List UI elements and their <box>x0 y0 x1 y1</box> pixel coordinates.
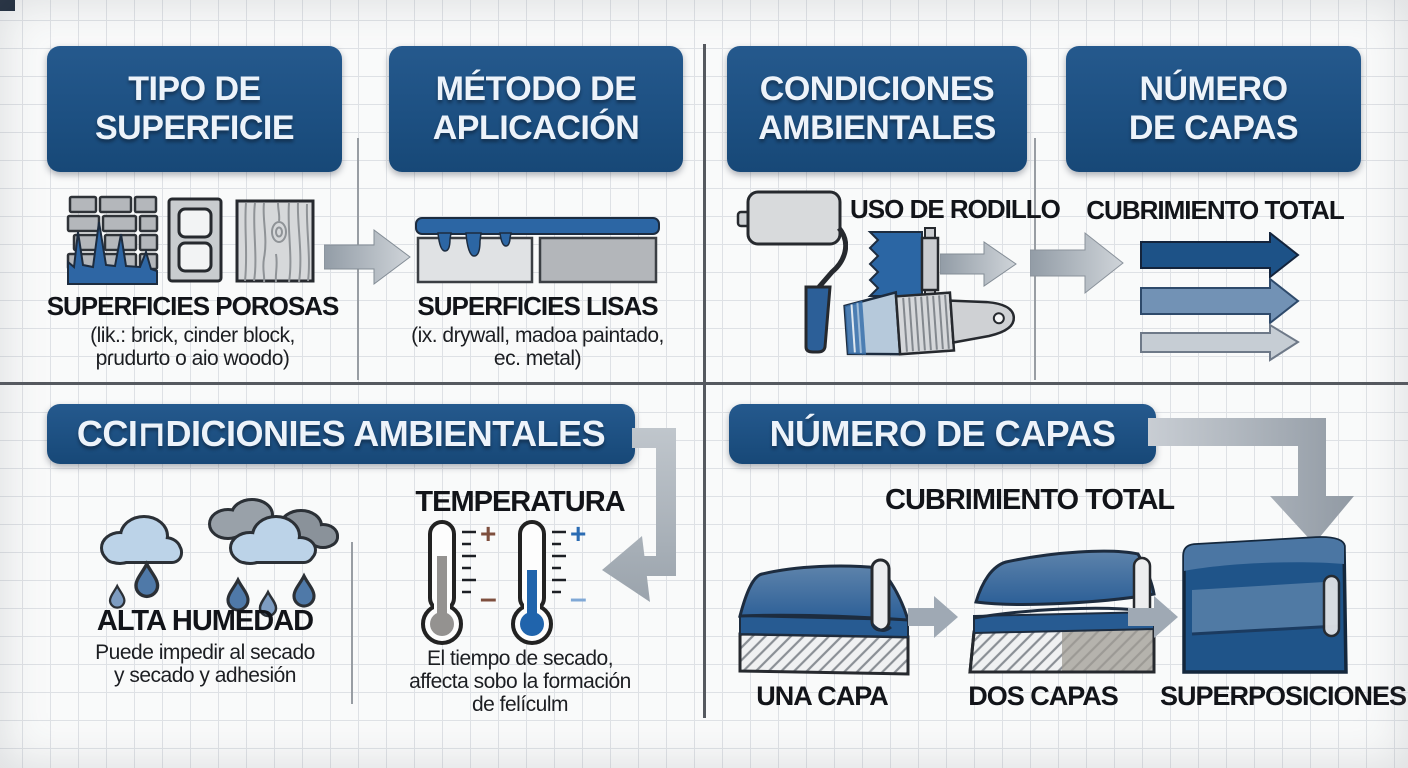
porous-surfaces-sublabel: (lik.: brick, cinder block, pɾudurto o a… <box>90 324 295 371</box>
rain-clouds-icon <box>208 498 339 618</box>
temperature-sublabel: El tiempo de secado, affecta sobo la for… <box>409 647 631 717</box>
divider-vertical-center <box>703 44 706 718</box>
brick-wall-icon <box>66 195 159 285</box>
coverage-arrow-medium-icon <box>1140 278 1300 324</box>
svg-text:+: + <box>480 518 496 549</box>
roller-use-label: USO DE RODILLO <box>850 194 1061 224</box>
porous-surfaces-label: SUPERFICIES POROSAS <box>46 291 340 321</box>
header-tipo-de-superficie: TIPO DE SUPERFICIE <box>47 46 342 172</box>
coverage-arrow-dark-icon <box>1140 232 1300 278</box>
paint-roller-icon <box>736 190 848 354</box>
coverage-label-bottom: CUBRIMIENTO TOTAL <box>885 484 1175 516</box>
svg-text:–: – <box>570 582 587 615</box>
svg-text:+: + <box>570 518 586 549</box>
two-coats-label: DOS CAPAS <box>968 681 1119 711</box>
right-arrow-small-icon <box>1128 596 1178 638</box>
thermometer-cold-icon: + – <box>511 518 587 645</box>
header-title: CCI⊓DICIONIES AMBIENTALES <box>76 413 606 455</box>
cinder-block-icon <box>167 197 223 283</box>
coverage-arrow-light-icon <box>1140 323 1300 362</box>
right-arrow-icon <box>940 241 1017 287</box>
two-coats-icon <box>968 549 1156 674</box>
header-condiciones-ambientales: CONDICIONES AMBIENTALES <box>727 46 1027 172</box>
header-title: MÉTODO DE APLICACIÓN <box>432 70 640 147</box>
header-metodo-de-aplicacion: MÉTODO DE APLICACIÓN <box>389 46 683 172</box>
rain-cloud-icon <box>100 515 183 609</box>
right-arrow-icon <box>324 229 411 285</box>
paint-brush-icon <box>843 290 1016 356</box>
header-title: CONDICIONES AMBIENTALES <box>758 70 996 147</box>
header-title: TIPO DE SUPERFICIE <box>94 70 295 147</box>
elbow-arrow-left-icon <box>602 428 676 602</box>
temperature-label: TEMPERATURA <box>415 486 625 518</box>
wood-grain-icon <box>235 199 315 283</box>
overlaps-label: SUPERPOSICIONES <box>1160 681 1407 711</box>
smooth-surfaces-sublabel: (ix. drywall, madoa paintado, ec. metal) <box>411 324 664 371</box>
header-numero-de-capas: NÚMERO DE CAPAS <box>1066 46 1361 172</box>
svg-text:–: – <box>480 582 497 615</box>
overlap-block-icon <box>1182 536 1348 674</box>
thermometer-warm-icon: + – <box>421 518 497 645</box>
coverage-label-top: CUBRIMIENTO TOTAL <box>1086 195 1344 225</box>
corner-mark <box>0 0 15 11</box>
elbow-arrow-down-icon <box>1148 418 1354 544</box>
divider-bottom-left <box>351 542 353 704</box>
header-condiciones-ambientales-bottom: CCI⊓DICIONIES AMBIENTALES <box>47 404 635 464</box>
right-arrow-small-icon <box>908 596 958 638</box>
humidity-sublabel: Puede impedir al secado y secado y adhes… <box>95 641 315 688</box>
one-coat-icon <box>738 558 911 676</box>
painted-surface-icon <box>415 217 660 284</box>
one-coat-label: UNA CAPA <box>756 681 889 711</box>
smooth-surfaces-label: SUPERFICIES LISAS <box>417 291 658 321</box>
header-title: NÚMERO DE CAPAS <box>769 413 1116 455</box>
header-numero-de-capas-bottom: NÚMERO DE CAPAS <box>729 404 1156 464</box>
header-title: NÚMERO DE CAPAS <box>1128 70 1299 147</box>
humidity-label: ALTA HUMEDAD <box>96 605 314 637</box>
right-arrow-icon <box>1030 231 1124 295</box>
